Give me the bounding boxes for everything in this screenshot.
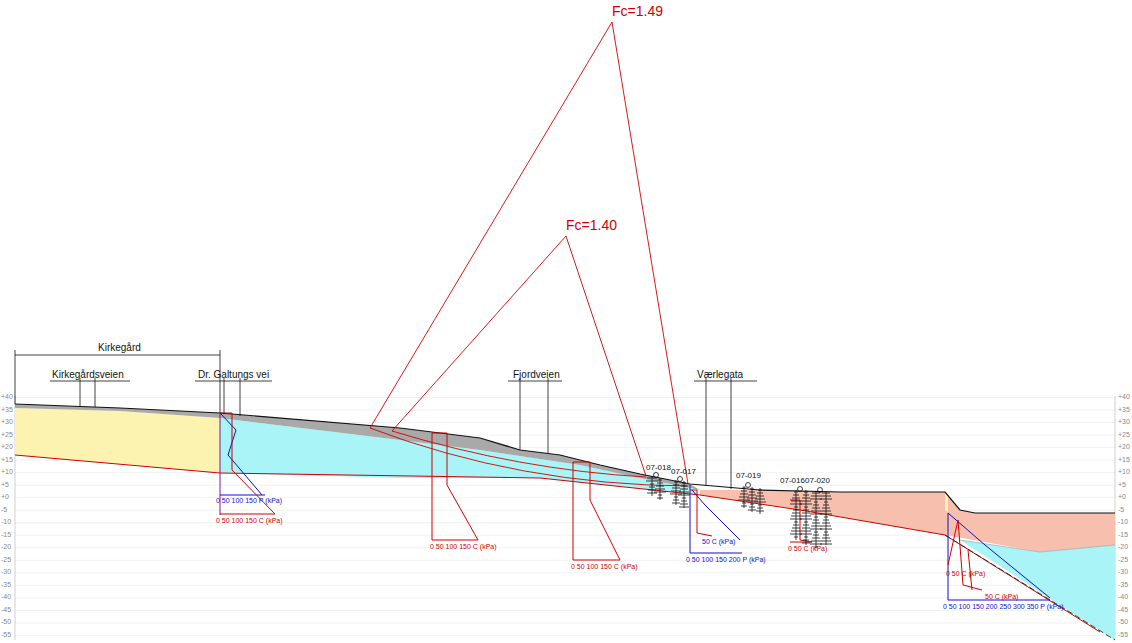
clay-layer-right [960, 540, 1115, 640]
elevation-label: -55 [1118, 631, 1128, 638]
elevation-label: -15 [1118, 531, 1128, 538]
borehole-id: 07-016 [780, 477, 805, 485]
elevation-label: -45 [1, 606, 11, 613]
elevation-label: -5 [1, 506, 7, 513]
elevation-label: -40 [1, 593, 11, 600]
elevation-label: +40 [1118, 393, 1130, 400]
elevation-label: +25 [1118, 431, 1130, 438]
scale-label: 0 50 100 150 P (kPa) [216, 497, 282, 504]
elevation-label: +35 [1118, 406, 1130, 413]
scale-label: 0 50 100 150 200 250 300 350 P (kPa) [943, 603, 1064, 610]
borehole-id: 07-018 [646, 464, 671, 472]
elevation-label: -50 [1118, 618, 1128, 625]
elevation-grid [15, 397, 1115, 637]
elevation-label: -10 [1, 518, 11, 525]
elevation-label: +20 [1, 443, 13, 450]
elevation-label: -55 [1, 631, 11, 638]
scale-label: 0 50 100 150 C (kPa) [430, 543, 497, 550]
elevation-label: +5 [1118, 481, 1126, 488]
borehole-id: 07-019 [736, 472, 761, 480]
elevation-label: -25 [1, 556, 11, 563]
scale-label: 0 50 100 150 C (kPa) [571, 563, 638, 570]
elevation-label: -45 [1118, 606, 1128, 613]
elevation-label: -10 [1118, 518, 1128, 525]
clay-layer [220, 418, 700, 495]
scale-label: 50 C (kPa) [985, 593, 1018, 600]
sand-layer [15, 408, 220, 473]
fill-layer [15, 404, 700, 490]
elevation-label: +0 [1118, 493, 1126, 500]
road-name: Dr. Galtungs vei [198, 370, 269, 380]
elevation-label: -20 [1, 543, 11, 550]
elevation-label: -25 [1118, 556, 1128, 563]
bedrock-line [15, 455, 1100, 632]
safety-factor: Fc=1.40 [566, 218, 617, 232]
elevation-label: -35 [1118, 581, 1128, 588]
road-name: Kirkegårdsveien [52, 370, 124, 380]
elevation-label: -15 [1, 531, 11, 538]
scale-label: 0 50 C (kPa) [788, 545, 827, 552]
road-name: Værlegata [697, 370, 743, 380]
dry-crust-layer [700, 490, 1115, 552]
scale-label: 50 C (kPa) [702, 538, 735, 545]
elevation-label: +40 [1, 393, 13, 400]
scale-label: 0 50 100 150 200 P (kPa) [686, 556, 766, 563]
elevation-label: +25 [1, 431, 13, 438]
dimension-lines [15, 350, 757, 489]
elevation-label: -50 [1, 618, 11, 625]
elevation-label: -40 [1118, 593, 1128, 600]
terrain-surface [15, 404, 1115, 513]
elevation-label: +10 [1, 468, 13, 475]
elevation-label: +15 [1118, 456, 1130, 463]
elevation-label: -30 [1118, 568, 1128, 575]
area-name: Kirkegård [98, 343, 141, 353]
dashed-line [945, 535, 1115, 640]
road-name: Fjordveien [513, 370, 560, 380]
elevation-label: -20 [1118, 543, 1128, 550]
safety-factor: Fc=1.49 [612, 4, 663, 18]
elevation-label: +30 [1118, 418, 1130, 425]
elevation-label: -30 [1, 568, 11, 575]
borehole-logs [646, 473, 832, 549]
elevation-label: -5 [1118, 506, 1124, 513]
strength-profiles [220, 413, 1050, 600]
elevation-label: +20 [1118, 443, 1130, 450]
elevation-label: +15 [1, 456, 13, 463]
borehole-id: 07-020 [805, 477, 830, 485]
elevation-label: +5 [1, 481, 9, 488]
elevation-label: +30 [1, 418, 13, 425]
slip-surfaces [370, 22, 688, 486]
scale-label: 0 50 100 150 C (kPa) [216, 517, 283, 524]
elevation-label: +10 [1118, 468, 1130, 475]
borehole-id: 07-017 [671, 468, 696, 476]
elevation-label: +0 [1, 493, 9, 500]
scale-label: 0 50 C (kPa) [946, 570, 985, 577]
elevation-label: -35 [1, 581, 11, 588]
elevation-label: +35 [1, 406, 13, 413]
